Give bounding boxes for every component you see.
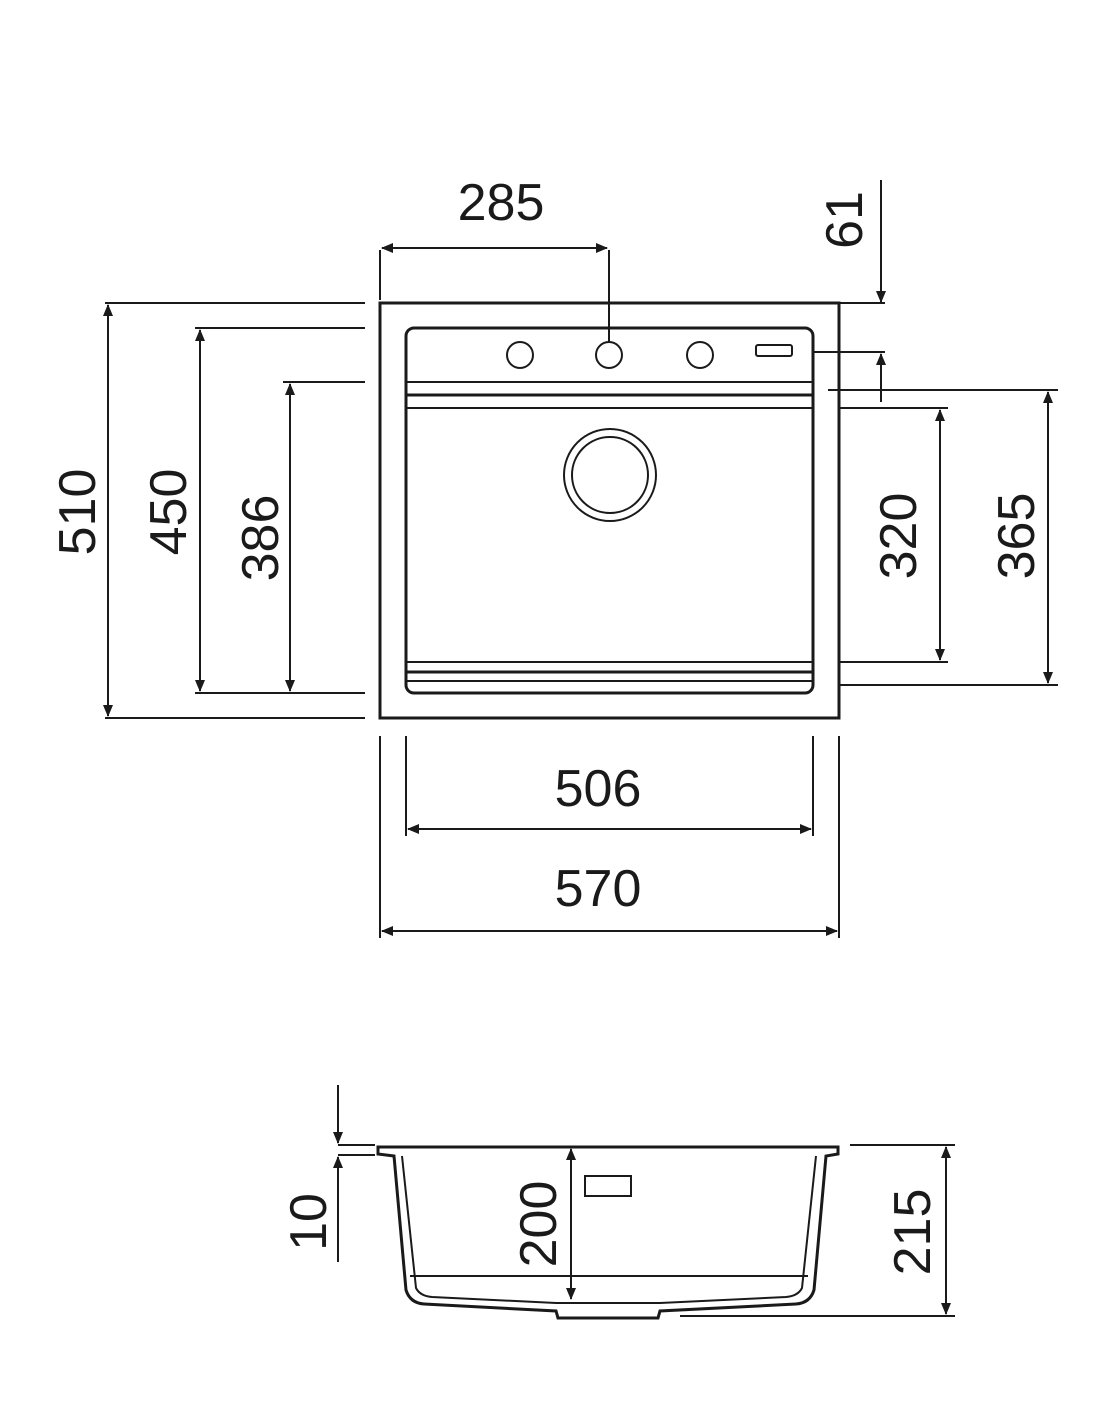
top-view: 285 61 510 450 386 320 365 [49, 174, 1058, 938]
dim-386-label: 386 [232, 495, 290, 582]
faucet-hole-center [595, 341, 623, 369]
overflow-box [584, 1175, 632, 1197]
dim-506-label: 506 [555, 760, 642, 818]
dim-320-label: 320 [870, 493, 928, 580]
dim-450-label: 450 [140, 469, 198, 556]
dim-215-label: 215 [884, 1189, 942, 1276]
dim-61-label: 61 [816, 191, 874, 249]
drain-inner [571, 436, 649, 514]
overflow-slot [755, 344, 793, 357]
dim-510-label: 510 [49, 469, 107, 556]
sink-profile-outer [376, 1145, 840, 1320]
side-view: 10 200 215 [280, 1085, 955, 1320]
sink-profile-inner [401, 1155, 817, 1304]
dim-200-label: 200 [510, 1181, 568, 1268]
drain-outer [563, 428, 657, 522]
faucet-hole-right [686, 341, 714, 369]
dim-285-label: 285 [458, 174, 545, 232]
dim-365-label: 365 [988, 493, 1046, 580]
faucet-hole-left [506, 341, 534, 369]
dim-570-label: 570 [555, 860, 642, 918]
dim-10-label: 10 [280, 1193, 338, 1251]
sink-outer-outline [378, 301, 841, 720]
